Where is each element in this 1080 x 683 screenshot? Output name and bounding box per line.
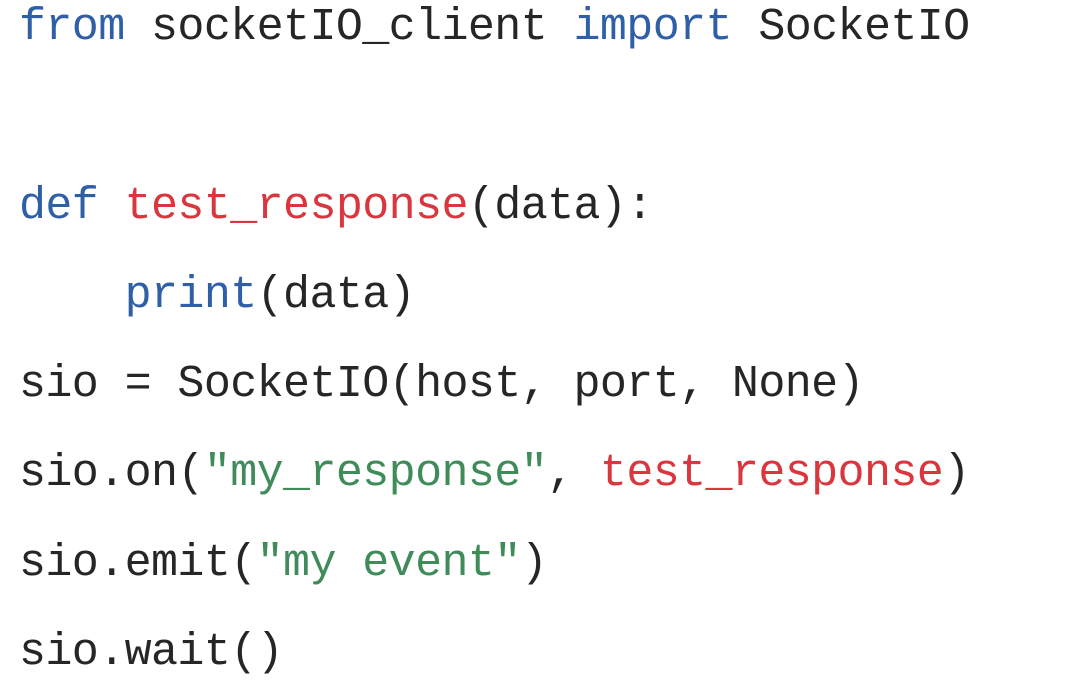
code-token-plain: sio.emit( [19, 538, 257, 589]
code-token-str: "my_response" [203, 448, 548, 499]
code-token-plain [19, 270, 125, 321]
code-token-plain: socketIO_client [124, 2, 574, 53]
code-token-plain: (data): [467, 181, 653, 232]
code-token-plain: sio = SocketIO(host, port, None) [19, 359, 865, 410]
code-token-plain: sio.wait() [19, 627, 284, 678]
code-token-plain: SocketIO [731, 2, 970, 53]
code-token-plain: sio.on( [19, 448, 204, 499]
code-token-kw: def [19, 181, 99, 232]
code-token-plain: ) [520, 538, 548, 589]
code-token-plain [98, 181, 124, 232]
code-line: sio.on("my_response", test_response) [19, 446, 970, 502]
code-token-kw: import [573, 2, 733, 53]
code-line: sio = SocketIO(host, port, None) [19, 357, 865, 413]
code-line: from socketIO_client import SocketIO [19, 0, 970, 56]
code-line: sio.wait() [19, 625, 284, 681]
code-token-kw: print [124, 270, 258, 321]
code-token-plain: (data) [256, 270, 416, 321]
code-line: print(data) [19, 268, 416, 324]
code-token-plain: ) [943, 448, 970, 499]
code-block: from socketIO_client import SocketIO def… [19, 0, 970, 678]
code-token-plain: , [547, 448, 600, 499]
code-line: sio.emit("my event") [19, 536, 548, 592]
code-line: def test_response(data): [19, 179, 653, 235]
code-token-fn: test_response [599, 448, 944, 499]
code-token-str: "my event" [256, 538, 522, 589]
code-token-kw: from [19, 2, 125, 53]
code-token-fn: test_response [124, 181, 469, 232]
